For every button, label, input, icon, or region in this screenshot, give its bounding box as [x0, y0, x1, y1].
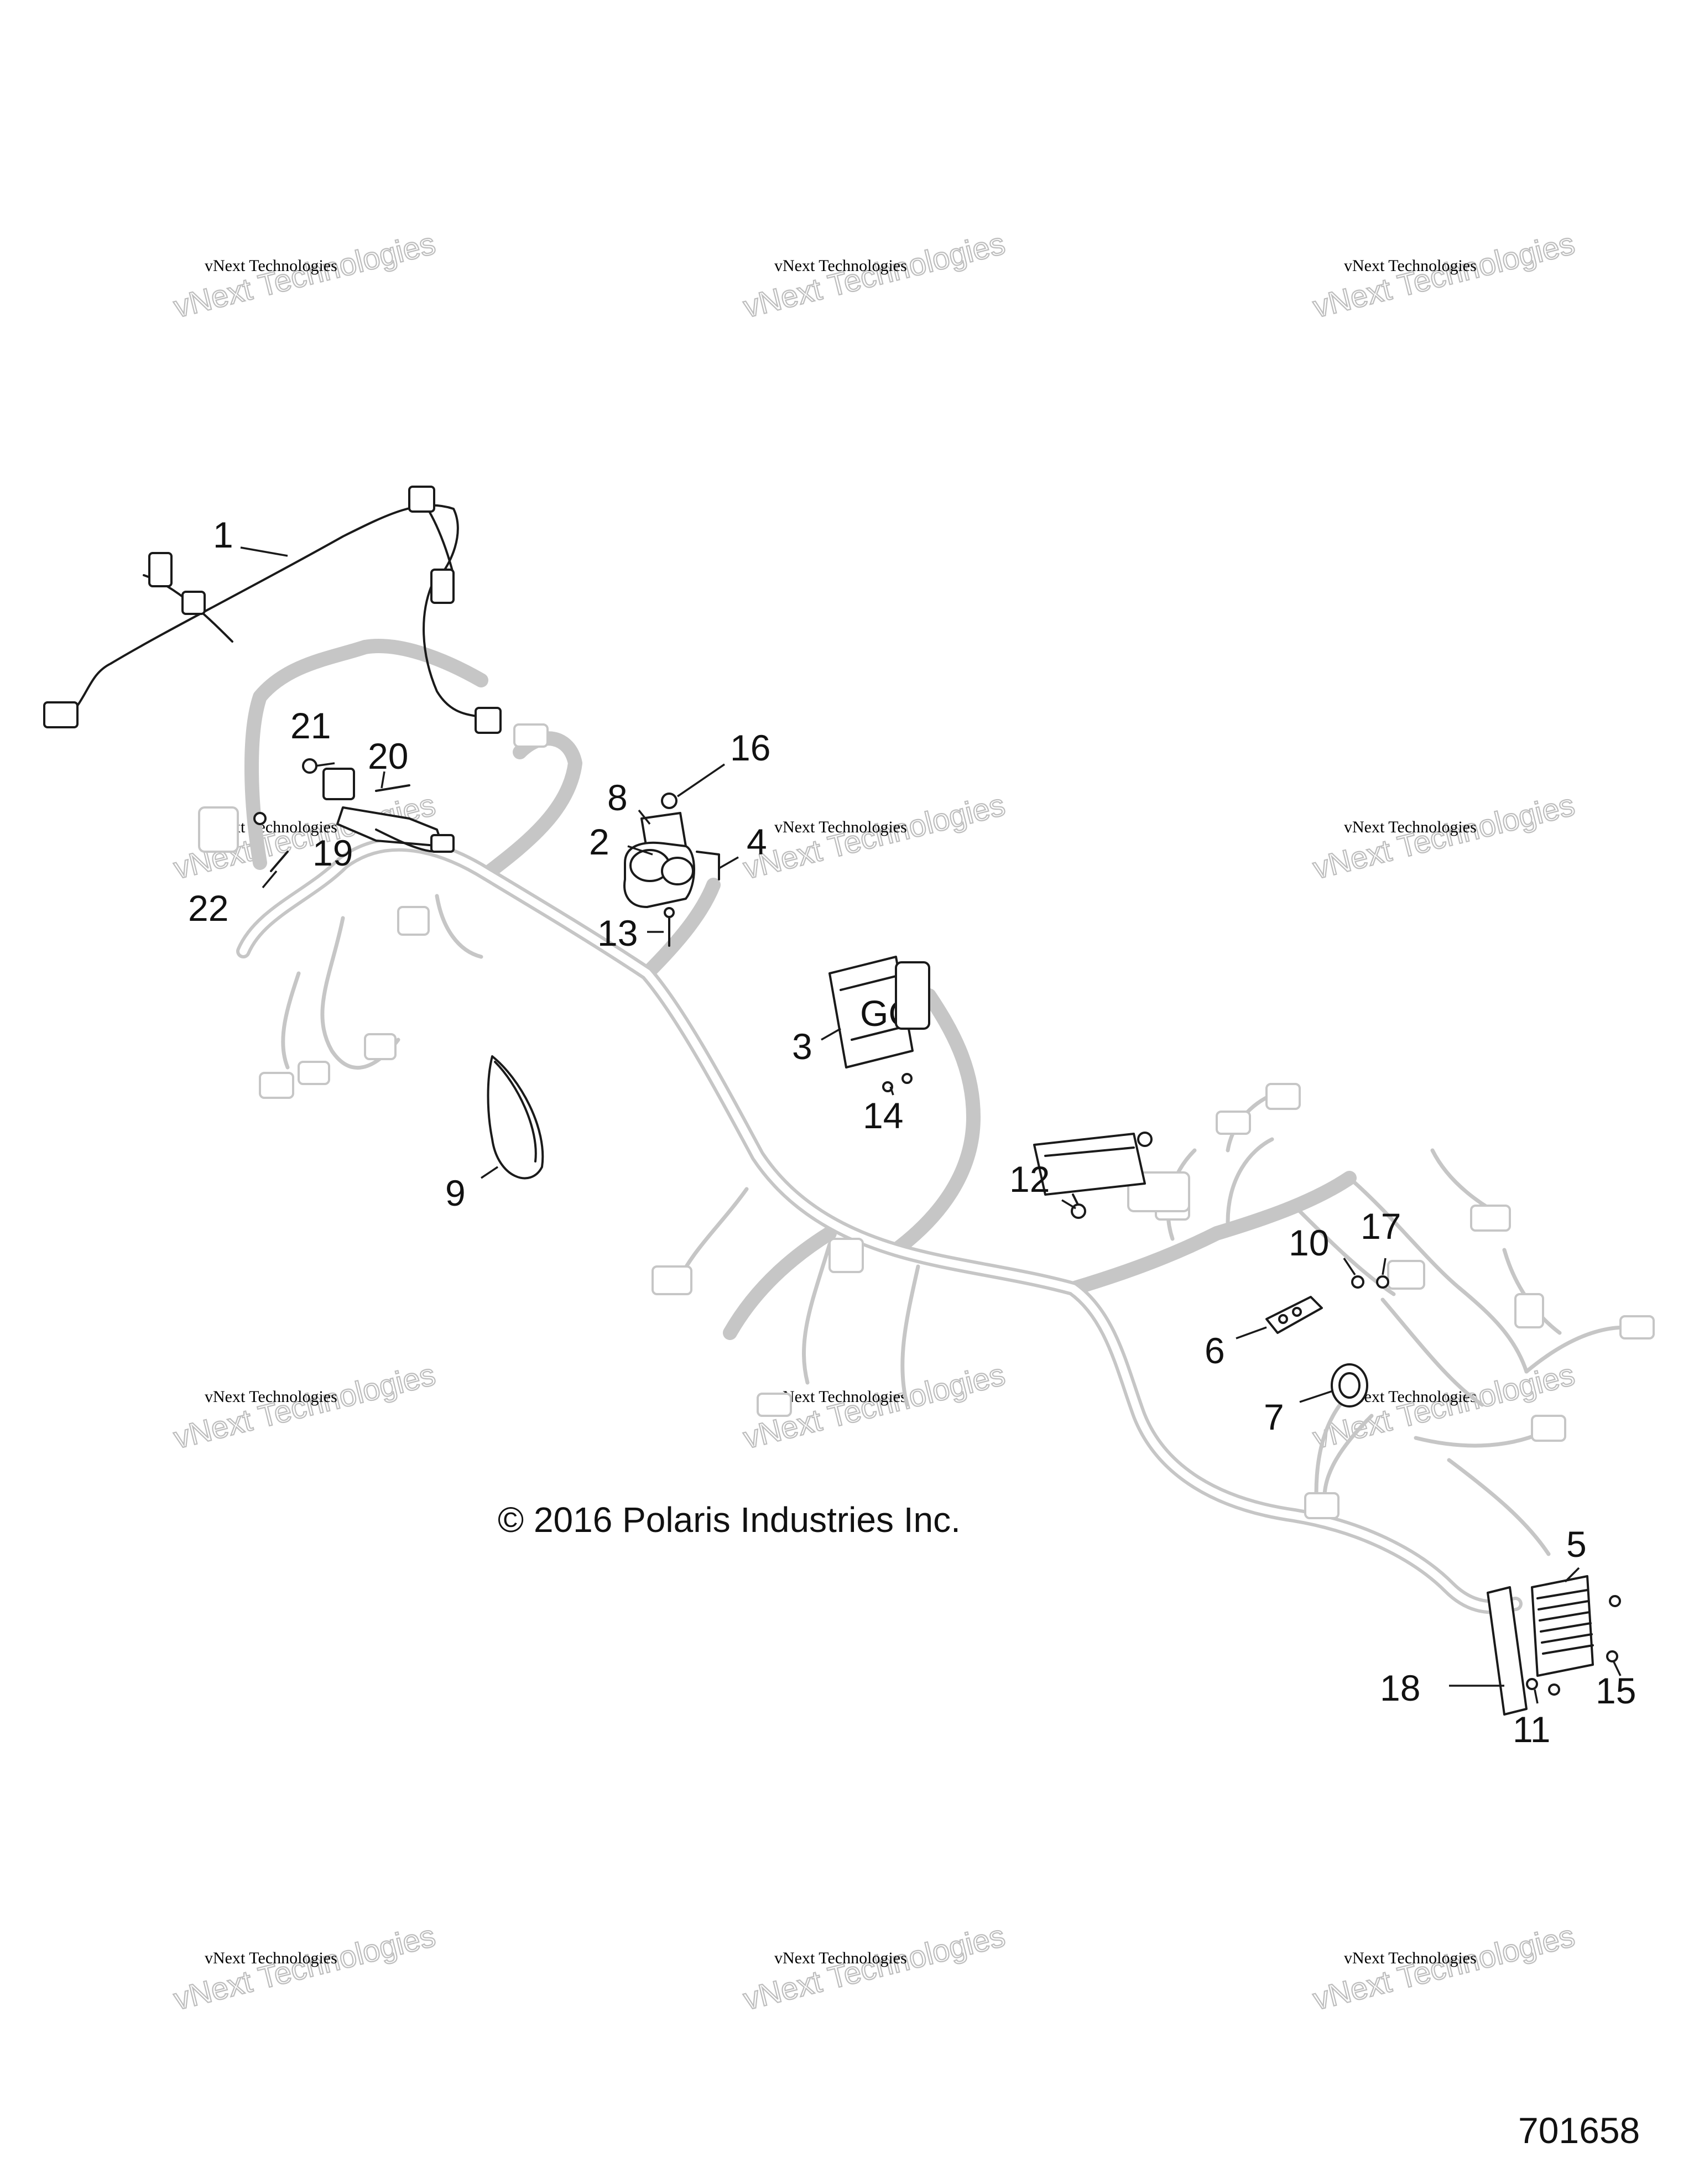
callout-8: 8: [607, 777, 628, 818]
callout-6: 6: [1205, 1330, 1225, 1371]
watermark-text: vNext Technologies: [774, 1388, 907, 1406]
watermark: vNext Technologies vNext Technologies: [1309, 225, 1579, 325]
callout-2: 2: [589, 821, 609, 862]
part-22-screw: [270, 851, 289, 872]
part-19-bracket-assembly: [253, 758, 455, 872]
watermark: vNext Technologies vNext Technologies: [739, 1917, 1009, 2018]
watermark-outline-text: vNext Technologies: [740, 226, 1008, 324]
watermark-outline-text: vNext Technologies: [170, 1357, 439, 1455]
callout-12: 12: [1009, 1159, 1050, 1200]
watermark: vNext Technologies vNext Technologies: [170, 1917, 440, 2018]
part-14-screw: [901, 1073, 913, 1084]
callout-18: 18: [1380, 1667, 1420, 1708]
callout-20: 20: [368, 736, 408, 776]
part-4-wire: [696, 851, 720, 880]
callout-19: 19: [312, 832, 353, 873]
callout-15: 15: [1596, 1670, 1636, 1711]
watermark: vNext Technologies vNext Technologies: [170, 225, 440, 325]
part-20-bolt: [375, 784, 410, 792]
part-7-grommet: [1331, 1363, 1368, 1408]
callout-3: 3: [792, 1026, 812, 1067]
callout-labels: 1 2 3 4 5 6 7 8 9 10 11 12 13 14 15 16 1…: [188, 514, 1636, 1750]
watermark-text: vNext Technologies: [1344, 818, 1477, 836]
part-10-screw: [1351, 1275, 1364, 1289]
watermark: vNext Technologies vNext Technologies: [739, 786, 1009, 887]
document-number: 701658: [1518, 2110, 1640, 2151]
watermark-text: vNext Technologies: [1344, 257, 1477, 275]
part-18-bracket: [1487, 1586, 1528, 1716]
part-2-ignition-coil: [623, 793, 720, 947]
watermark-outline-text: vNext Technologies: [740, 1918, 1008, 2016]
callout-14: 14: [863, 1095, 903, 1136]
callout-9: 9: [445, 1172, 466, 1213]
callout-17: 17: [1361, 1206, 1401, 1247]
watermark: vNext Technologies vNext Technologies: [170, 1356, 440, 1456]
watermark-outline-text: vNext Technologies: [740, 787, 1008, 885]
callout-7: 7: [1264, 1396, 1284, 1437]
part-3-ecu: GC: [828, 956, 930, 1092]
watermark-outline-text: vNext Technologies: [1310, 1918, 1578, 2016]
watermark: vNext Technologies vNext Technologies: [739, 225, 1009, 325]
callout-13: 13: [597, 913, 638, 953]
copyright-notice: © 2016 Polaris Industries Inc.: [498, 1500, 961, 1540]
callout-5: 5: [1566, 1524, 1587, 1565]
watermark-text: vNext Technologies: [205, 1949, 337, 1967]
callout-22: 22: [188, 888, 228, 929]
part-6-bracket: [1265, 1296, 1323, 1334]
watermark-text: vNext Technologies: [774, 257, 907, 275]
watermark-text: vNext Technologies: [774, 1949, 907, 1967]
callout-11: 11: [1513, 1709, 1551, 1750]
callout-1: 1: [213, 514, 233, 555]
part-21-nut: [302, 758, 317, 774]
part-16-nut: [661, 793, 677, 809]
part-11-screws: [1526, 1678, 1560, 1696]
harness-connectors: [198, 723, 1655, 1519]
watermark-text: vNext Technologies: [1344, 1949, 1477, 1967]
callout-16: 16: [730, 727, 770, 768]
watermark-outline-text: vNext Technologies: [1310, 226, 1578, 324]
part-5-regulator: [1531, 1575, 1594, 1677]
callout-4: 4: [747, 821, 767, 862]
callout-10: 10: [1289, 1222, 1329, 1263]
watermark-outline-text: vNext Technologies: [170, 226, 439, 324]
watermark-outline-text: vNext Technologies: [170, 1918, 439, 2016]
watermark-text: vNext Technologies: [205, 257, 337, 275]
part-15-screws: [1606, 1595, 1621, 1662]
watermark: vNext Technologies vNext Technologies: [1309, 786, 1579, 887]
callout-21: 21: [290, 705, 331, 746]
part-1-sub-harness: [43, 486, 502, 734]
main-wiring-harness: [198, 639, 1655, 1614]
watermark-text: vNext Technologies: [774, 818, 907, 836]
watermark-outline-text: vNext Technologies: [1310, 787, 1578, 885]
watermark: vNext Technologies vNext Technologies: [1309, 1917, 1579, 2018]
leader-lines: [240, 546, 1622, 1704]
part-9-ring: [487, 1055, 544, 1180]
watermark-text: vNext Technologies: [205, 1388, 337, 1406]
part-17-nut: [1376, 1275, 1389, 1289]
